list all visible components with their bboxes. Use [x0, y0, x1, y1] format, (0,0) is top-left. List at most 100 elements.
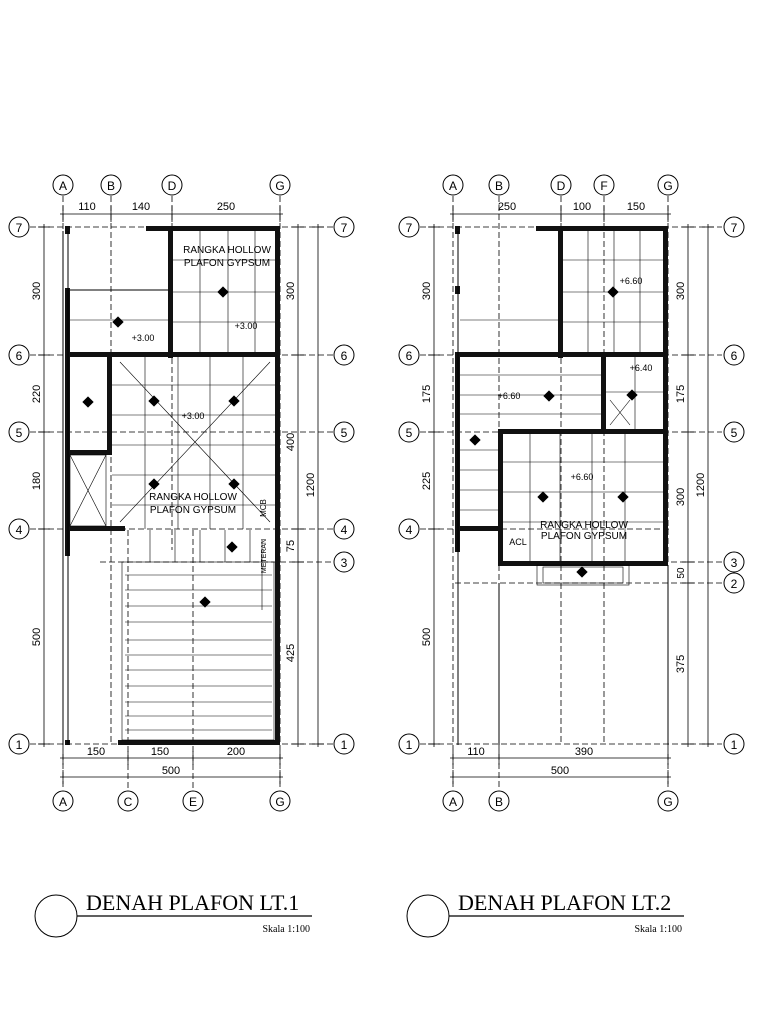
stair-area-lt1	[121, 530, 275, 741]
ceiling-grid-lt2	[460, 231, 669, 745]
light-fixtures-lt1	[82, 286, 240, 608]
dim-label: 50	[676, 567, 687, 579]
ceiling-lamp-icon	[112, 316, 124, 328]
title-block-lt1: DENAH PLAFON LT.1 Skala 1:100	[34, 890, 312, 938]
bottom-axis-bubbles-lt2: A B G	[442, 790, 679, 812]
title-block-lt2: DENAH PLAFON LT.2 Skala 1:100	[406, 890, 684, 938]
ceiling-note: RANGKA HOLLOW	[183, 245, 271, 256]
plan-scale: Skala 1:100	[635, 924, 683, 935]
dim-label: 1200	[695, 473, 707, 497]
dim-label: 300	[285, 282, 297, 300]
ceiling-lamp-icon	[607, 286, 619, 298]
dim-label: 175	[421, 385, 433, 403]
light-fixtures-lt2	[469, 286, 638, 578]
dim-label: 150	[627, 201, 645, 213]
row-label: 6	[731, 349, 738, 363]
axis-label: D	[168, 179, 177, 193]
dim-label: 300	[675, 488, 687, 506]
row-bubbles-left-lt1: 7 6 5 4 1	[8, 216, 30, 755]
ceiling-lamp-icon	[543, 390, 555, 402]
row-label: 5	[406, 426, 413, 440]
ceiling-lamp-icon	[148, 478, 160, 490]
ceiling-plan-lt2: A B D F G 250 100 150	[398, 174, 745, 938]
ceiling-lamp-icon	[617, 491, 629, 503]
axis-label: D	[557, 179, 566, 193]
title-circle-icon	[406, 894, 450, 938]
title-circle-icon	[34, 894, 78, 938]
row-label: 1	[406, 738, 413, 752]
plan-title: DENAH PLAFON LT.1	[86, 890, 299, 915]
row-label: 7	[341, 221, 348, 235]
row-label: 5	[341, 426, 348, 440]
level-mark: +6.60	[571, 472, 594, 482]
level-mark: +6.60	[498, 391, 521, 401]
row-label: 3	[731, 556, 738, 570]
dim-label: 300	[675, 282, 687, 300]
row-label: 4	[406, 523, 413, 537]
dim-label: 220	[31, 385, 43, 403]
walls-lt2	[455, 226, 668, 745]
right-dimension-lt1: 300 400 75 425 1200	[285, 224, 324, 747]
dim-label: 250	[217, 201, 235, 213]
axis-label: A	[449, 179, 457, 193]
top-dimension-lt2: 250 100 150	[450, 201, 671, 222]
axis-label: A	[59, 179, 67, 193]
axis-label: C	[124, 795, 133, 809]
dim-label: 140	[132, 201, 150, 213]
bottom-dimension-lt2: 110 390 500	[450, 746, 671, 784]
ceiling-lamp-icon	[469, 434, 481, 446]
dim-label: 375	[675, 655, 687, 673]
row-label: 2	[731, 577, 738, 591]
row-label: 3	[341, 556, 348, 570]
level-mark: +3.00	[182, 411, 205, 421]
bottom-axis-bubbles-lt1: A C E G	[52, 790, 291, 812]
meter-label: METERAN	[261, 539, 268, 573]
axis-label: B	[495, 795, 503, 809]
ceiling-note: PLAFON GYPSUM	[150, 505, 236, 516]
level-mark: +3.00	[132, 333, 155, 343]
ceiling-lamp-icon	[82, 396, 94, 408]
row-label: 4	[341, 523, 348, 537]
dim-label: 150	[151, 746, 169, 758]
axis-label: A	[59, 795, 67, 809]
left-dimension-lt2: 300 175 225 500	[421, 224, 440, 747]
ceiling-lamp-icon	[217, 286, 229, 298]
level-mark: +6.40	[630, 363, 653, 373]
ceiling-note: RANGKA HOLLOW	[540, 520, 628, 531]
walls-lt1	[62, 226, 280, 745]
row-label: 7	[16, 221, 23, 235]
row-label: 6	[341, 349, 348, 363]
dim-label: 400	[285, 433, 297, 451]
ceiling-lamp-icon	[537, 491, 549, 503]
row-bubbles-right-lt2: 7 6 5 3 2 1	[723, 216, 745, 755]
row-label: 6	[16, 349, 23, 363]
plan-title: DENAH PLAFON LT.2	[458, 890, 671, 915]
row-label: 4	[16, 523, 23, 537]
ceiling-note: PLAFON GYPSUM	[541, 531, 627, 542]
dim-label: 150	[87, 746, 105, 758]
row-bubbles-right-lt1: 7 6 5 4 3 1	[333, 216, 355, 755]
right-dimension-lt2: 300 175 300 50 375 1200	[675, 224, 714, 747]
top-axis-bubbles-lt1: A B D G	[52, 174, 291, 196]
mcb-label: MCB	[259, 499, 268, 517]
grid-lines-horizontal-lt1	[30, 226, 335, 745]
ceiling-plan-lt1: A B D G 110 140 250	[8, 174, 355, 938]
dim-label: 300	[31, 282, 43, 300]
row-label: 1	[16, 738, 23, 752]
dim-label: 200	[227, 746, 245, 758]
axis-label: G	[663, 795, 672, 809]
dim-label: 425	[285, 644, 297, 662]
ceiling-lamp-icon	[199, 596, 211, 608]
row-label: 1	[341, 738, 348, 752]
dim-label: 110	[467, 746, 485, 758]
row-label: 6	[406, 349, 413, 363]
dim-label: 390	[575, 746, 593, 758]
dim-label: 225	[421, 472, 433, 490]
row-label: 5	[16, 426, 23, 440]
acl-label: ACL	[509, 537, 527, 547]
dim-label: 1200	[305, 473, 317, 497]
dim-label: 300	[421, 282, 433, 300]
row-label: 1	[731, 738, 738, 752]
annotations-lt1: RANGKA HOLLOW PLAFON GYPSUM +3.00 +3.00 …	[132, 245, 272, 573]
dim-label: 110	[78, 201, 96, 213]
